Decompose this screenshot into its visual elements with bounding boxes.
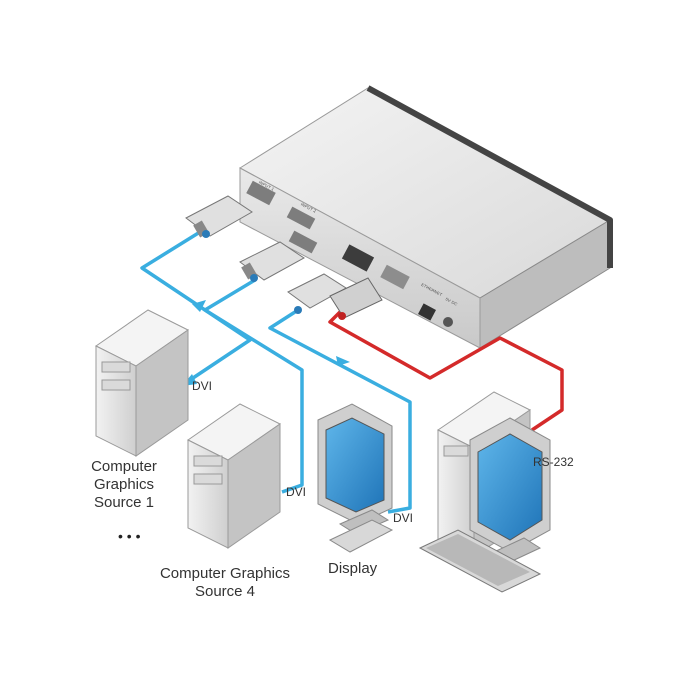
dvi-label-source4: DVI (286, 485, 307, 499)
rs232-label: RS-232 (533, 455, 574, 469)
rs232-cable (328, 310, 564, 432)
tower-computer-icon (95, 309, 189, 457)
tower-computer-icon (187, 403, 281, 549)
crt-monitor-icon (317, 403, 394, 553)
dvi-connector-icon (329, 277, 383, 320)
dvi-label-display: DVI (393, 511, 414, 525)
display-label: Display (328, 560, 378, 577)
source1-label: Computer Graphics Source 1 (78, 458, 170, 512)
dvi-label-source1: DVI (192, 379, 213, 393)
source1-label-line2: Graphics (93, 476, 155, 493)
ellipsis-label: • • • (118, 528, 141, 544)
keyboard-icon (418, 529, 542, 593)
source1-label-line3: Source 1 (93, 494, 155, 511)
dvi-cable-source4 (192, 278, 304, 494)
dvi-connector-icon (185, 195, 253, 238)
source4-label: Computer Graphics Source 4 (140, 565, 310, 601)
source1-label-line1: Computer (91, 458, 157, 475)
dvi-cable-display (268, 310, 412, 514)
crt-monitor-icon (469, 417, 551, 563)
switcher-device-icon (239, 85, 613, 349)
source4-label-line2: Source 4 (194, 583, 256, 600)
dvi-connector-icon (239, 241, 305, 282)
source4-label-line1: Computer Graphics (159, 565, 291, 582)
